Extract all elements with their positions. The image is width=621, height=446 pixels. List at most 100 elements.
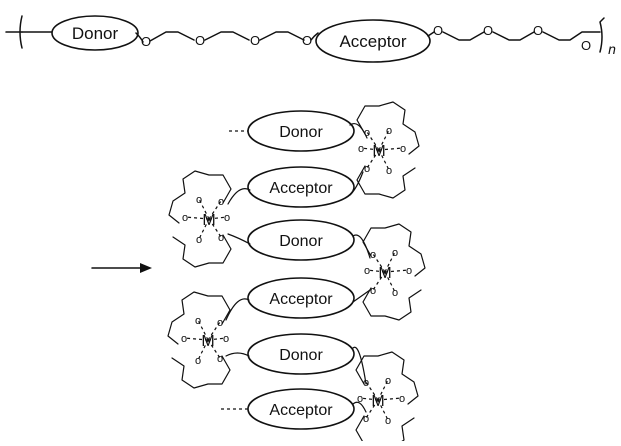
coordination-bond [372, 271, 386, 291]
oxygen-atom-label: o [182, 212, 188, 224]
coordination-bond [377, 397, 403, 401]
stack-unit-label: Donor [279, 233, 323, 250]
polymer-acceptor-ellipse [315, 19, 431, 63]
stack-unit-ellipse [247, 219, 355, 261]
coordination-bond [198, 198, 210, 220]
linker-bond [225, 352, 250, 357]
linker-bond [352, 401, 367, 413]
coordination-bond [378, 129, 390, 151]
chain-1-o2: O [195, 33, 205, 48]
crown-ring-lower [171, 355, 231, 389]
oxygen-atom-label: o [223, 333, 229, 345]
oxygen-atom-label: o [363, 413, 369, 425]
metal-ion-label: M [202, 212, 215, 229]
oxygen-atom-label: o [370, 285, 376, 297]
oxygen-atom-label: o [364, 265, 370, 277]
oxygen-atom-label: o [385, 415, 391, 427]
crown-ring-upper [355, 351, 419, 405]
chain-1-o4: O [302, 33, 312, 48]
linker-bond [225, 298, 250, 321]
stack-unit-ellipse [247, 333, 355, 375]
linker-bond [349, 122, 368, 139]
coordination-bond [208, 200, 222, 220]
crown-ring-upper [167, 291, 231, 345]
metal-ion-label: M [201, 333, 214, 350]
stack-unit: Acceptor [247, 388, 355, 430]
chain-2-o4: O [581, 38, 591, 53]
polymer-repeat-unit: Donor O O O O Acceptor O O O O n [5, 15, 616, 63]
oxygen-atom-label: o [364, 163, 370, 175]
crown-ring-lower [172, 234, 232, 268]
oxygen-atom-label: o [217, 353, 223, 365]
coordination-bond [377, 379, 389, 401]
coordination-bond [384, 271, 396, 293]
chain-2-o2: O [483, 23, 493, 38]
stack-unit: Donor [247, 333, 355, 375]
oxygen-atom-label: o [196, 194, 202, 206]
oxygen-atom-label: o [218, 232, 224, 244]
oxygen-atom-label: o [357, 393, 363, 405]
linker-bond [352, 234, 371, 259]
stack-unit: Acceptor [247, 277, 355, 319]
oxygen-atom-label: o [392, 287, 398, 299]
crown-ring-lower [362, 287, 422, 321]
chain-1 [135, 31, 319, 43]
oxygen-atom-label: o [195, 355, 201, 367]
linker-bond [349, 171, 364, 196]
coordination-bond [372, 253, 386, 273]
stack-unit: Acceptor [247, 166, 355, 208]
chain-1-o3: O [250, 33, 260, 48]
oxygen-atom-label: o [386, 125, 392, 137]
polymer-donor-label: Donor [72, 24, 119, 43]
coordination-bond [378, 149, 390, 171]
crown-ring-upper [168, 170, 232, 224]
metal-ion-label: M [378, 265, 391, 282]
right-bracket [599, 17, 605, 53]
oxygen-atom-label: o [195, 315, 201, 327]
oxygen-atom-label: o [358, 143, 364, 155]
stack-unit-label: Donor [279, 124, 323, 141]
coordination-bond [197, 319, 209, 341]
coordination-bond [366, 131, 380, 151]
coordination-bond [184, 216, 210, 220]
oxygen-atom-label: o [370, 249, 376, 261]
stack-unit-ellipse [247, 277, 355, 319]
stack-unit-label: Acceptor [269, 402, 333, 419]
coordination-bond [366, 149, 380, 169]
linker-bond [352, 289, 371, 303]
stacked-assembly: DonorAcceptorDonorAcceptorDonorAcceptoro… [167, 101, 426, 446]
coordination-bond [198, 218, 210, 240]
oxygen-atom-label: o [218, 196, 224, 208]
crown-ring-lower [355, 415, 415, 446]
crown-ring-upper [362, 223, 426, 277]
polymer-acceptor-label: Acceptor [339, 32, 406, 51]
coordination-bond [384, 269, 410, 273]
coordination-bond [208, 218, 222, 238]
stack-unit: Donor [247, 219, 355, 261]
polymer-donor-ellipse [51, 15, 139, 51]
coordination-bond [197, 339, 209, 361]
coordination-bond [207, 339, 221, 359]
chain-1-o1: O [141, 34, 151, 49]
left-bracket [5, 15, 23, 49]
oxygen-atom-label: o [224, 212, 230, 224]
oxygen-atom-label: o [399, 393, 405, 405]
metal-ion-label: M [372, 143, 385, 160]
coordination-bond [377, 399, 389, 421]
stack-unit-label: Donor [279, 347, 323, 364]
chain-2-o1: O [433, 23, 443, 38]
coordination-bond [365, 399, 379, 419]
chain-2 [427, 31, 601, 41]
coordination-bond [207, 321, 221, 341]
oxygen-atom-label: o [386, 165, 392, 177]
linker-bond [352, 346, 367, 385]
stack-unit-label: Acceptor [269, 291, 333, 308]
coordination-bond [365, 381, 379, 401]
